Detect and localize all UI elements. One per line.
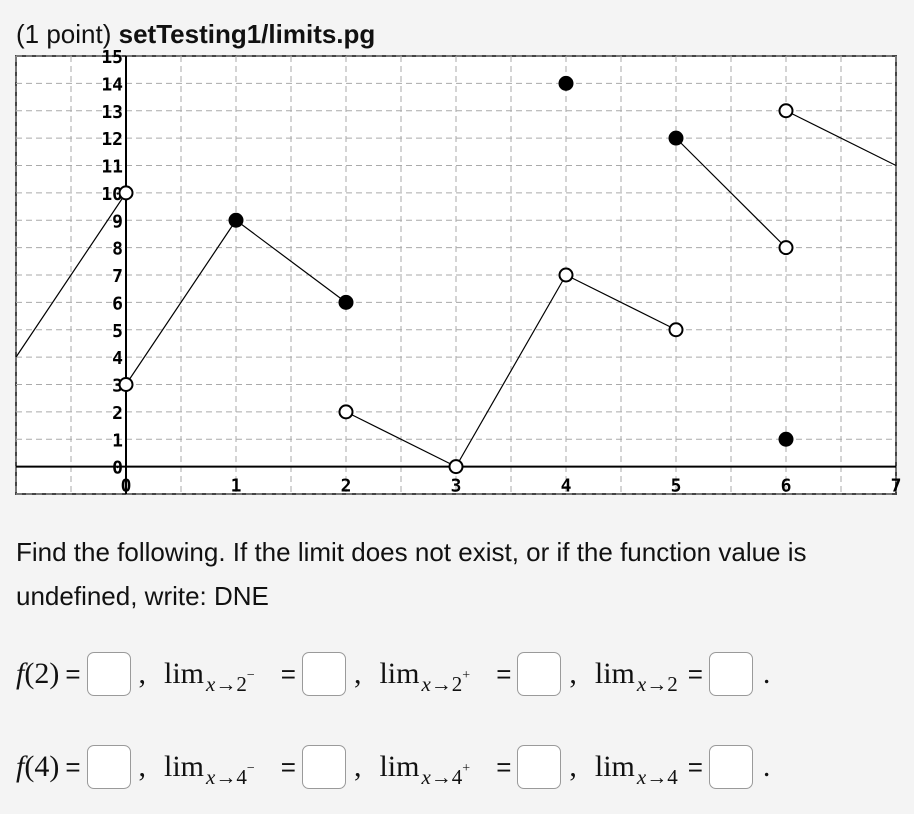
y-tick-label: 8 — [112, 239, 123, 260]
function-label: f(4) — [16, 750, 60, 783]
function-label: f(2) — [16, 657, 60, 690]
answer-lim-2[interactable] — [708, 652, 753, 696]
y-tick-label: 11 — [101, 157, 123, 178]
equals-sign: = — [687, 658, 703, 689]
y-tick-label: 3 — [112, 376, 123, 397]
answer-f-4[interactable] — [86, 745, 131, 789]
y-tick-label: 0 — [112, 458, 123, 479]
comma: , — [138, 657, 147, 690]
y-tick-label: 14 — [101, 74, 123, 95]
answer-lim-4-left[interactable] — [301, 745, 346, 789]
x-tick-label: 2 — [341, 476, 352, 497]
answer-lim-4-right[interactable] — [517, 745, 562, 789]
equals-sign: = — [280, 751, 296, 782]
comma: , — [569, 750, 577, 783]
y-tick-label: 7 — [112, 266, 123, 287]
closed-point — [338, 294, 354, 310]
y-tick-label: 1 — [112, 430, 123, 451]
x-tick-label: 5 — [671, 476, 682, 497]
open-point — [668, 322, 684, 338]
equals-sign: = — [280, 658, 296, 689]
comma: , — [353, 657, 362, 690]
x-tick-label: 1 — [231, 476, 242, 497]
answer-f-2[interactable] — [86, 652, 131, 696]
equals-sign: = — [496, 751, 512, 782]
function-segment — [565, 274, 677, 331]
function-segment — [785, 110, 897, 167]
period: . — [762, 750, 771, 783]
answer-lim-2-right[interactable] — [517, 652, 562, 696]
x-tick-label: 7 — [891, 476, 902, 497]
function-segment — [15, 192, 127, 358]
open-point — [778, 103, 794, 119]
open-point — [118, 377, 134, 392]
closed-point — [558, 75, 574, 91]
x-tick-label: 4 — [561, 476, 572, 497]
open-point — [118, 185, 134, 201]
closed-point — [778, 431, 794, 447]
answer-lim-4[interactable] — [708, 745, 753, 789]
y-tick-label: 4 — [112, 348, 123, 369]
y-tick-label: 10 — [101, 184, 123, 205]
function-segment — [455, 274, 567, 467]
equals-sign: = — [496, 658, 512, 689]
problem-name: setTesting1/limits.pg — [118, 19, 376, 49]
x-tick-label: 0 — [121, 476, 132, 497]
answer-lim-2-left[interactable] — [301, 652, 346, 696]
y-tick-label: 6 — [112, 293, 123, 314]
function-segment — [235, 219, 347, 303]
x-tick-label: 6 — [781, 476, 792, 497]
y-tick-label: 2 — [112, 403, 123, 424]
equals-sign: = — [65, 751, 81, 782]
closed-point — [668, 130, 684, 146]
y-tick-label: 13 — [101, 102, 123, 123]
comma: , — [569, 657, 577, 690]
equals-sign: = — [65, 658, 81, 689]
y-tick-label: 12 — [101, 129, 123, 150]
instructions: Find the following. If the limit does no… — [16, 537, 807, 611]
y-tick-label: 5 — [112, 321, 123, 342]
x-tick-label: 3 — [451, 476, 462, 497]
open-point — [778, 240, 794, 256]
function-segment — [345, 411, 457, 468]
comma: , — [138, 750, 147, 783]
points-label: (1 point) — [16, 19, 112, 49]
comma: , — [353, 750, 362, 783]
problem-header: (1 point) setTesting1/limits.pg — [16, 18, 375, 50]
period: . — [762, 657, 771, 690]
open-point — [338, 404, 354, 420]
closed-point — [228, 212, 244, 228]
open-point — [448, 459, 464, 475]
y-tick-label: 15 — [101, 47, 123, 68]
equals-sign: = — [687, 751, 703, 782]
open-point — [558, 267, 574, 283]
function-segment — [125, 219, 237, 385]
y-tick-label: 9 — [112, 211, 123, 232]
function-segment — [675, 137, 787, 249]
